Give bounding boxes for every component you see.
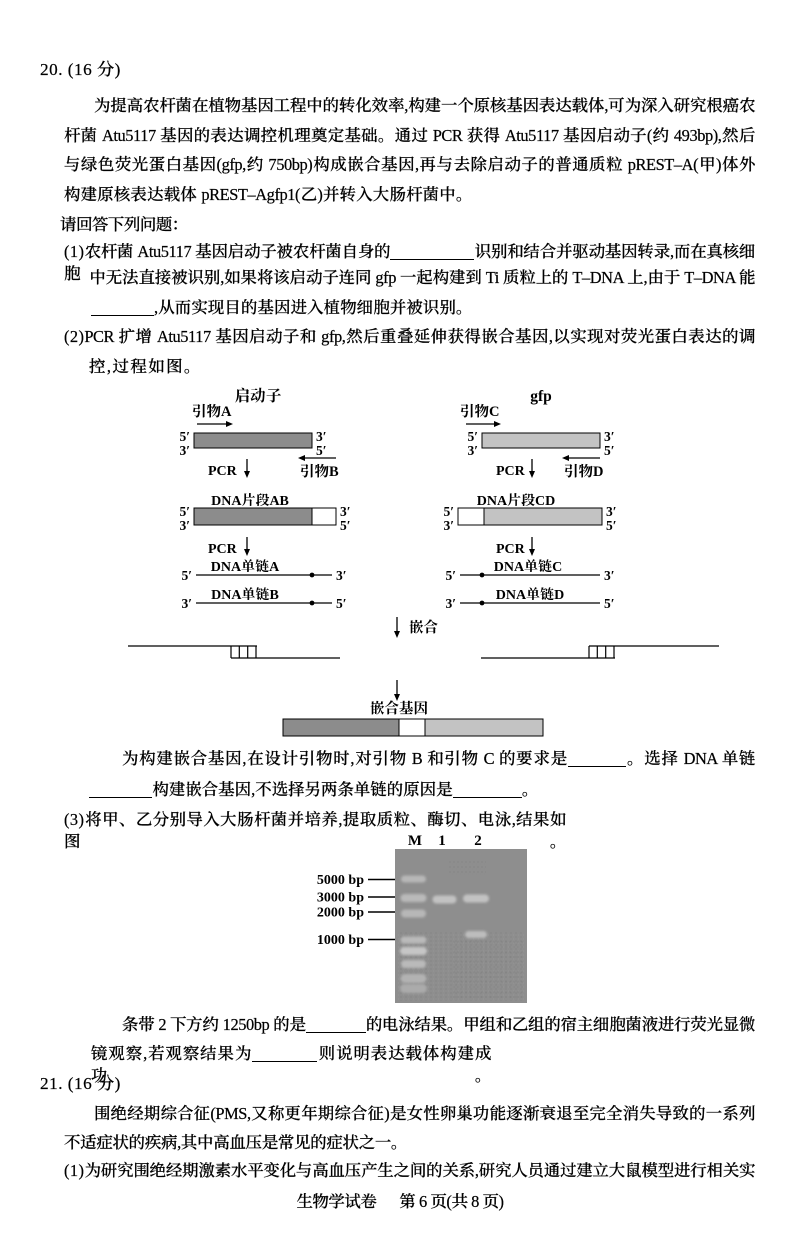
svg-text:嵌合基因: 嵌合基因 — [370, 700, 428, 717]
svg-text:5′: 5′ — [604, 596, 615, 611]
svg-text:3000 bp: 3000 bp — [317, 891, 364, 906]
svg-text:PCR: PCR — [496, 464, 526, 479]
svg-text:3′: 3′ — [606, 504, 617, 519]
svg-text:PCR: PCR — [496, 542, 526, 557]
svg-text:5′: 5′ — [443, 504, 454, 519]
svg-text:1000 bp: 1000 bp — [317, 933, 364, 948]
svg-text:3′: 3′ — [181, 596, 192, 611]
svg-text:3′: 3′ — [340, 504, 351, 519]
svg-text:5′: 5′ — [604, 443, 615, 458]
svg-text:1: 1 — [438, 833, 446, 849]
svg-text:DNA单链D: DNA单链D — [496, 586, 564, 603]
svg-text:5′: 5′ — [316, 443, 327, 458]
svg-text:5′: 5′ — [606, 518, 617, 533]
svg-text:启动子: 启动子 — [235, 387, 282, 405]
svg-text:5′: 5′ — [467, 429, 478, 444]
svg-text:3′: 3′ — [604, 429, 615, 444]
svg-text:2: 2 — [474, 833, 482, 849]
svg-text:3′: 3′ — [336, 568, 347, 583]
svg-text:5′: 5′ — [336, 596, 347, 611]
svg-text:3′: 3′ — [179, 518, 190, 533]
svg-text:M: M — [408, 833, 422, 849]
svg-text:引物D: 引物D — [564, 463, 603, 480]
svg-text:DNA单链C: DNA单链C — [494, 558, 562, 575]
svg-text:5′: 5′ — [179, 429, 190, 444]
svg-text:3′: 3′ — [443, 518, 454, 533]
svg-text:5′: 5′ — [179, 504, 190, 519]
svg-text:引物C: 引物C — [460, 403, 499, 420]
svg-text:引物A: 引物A — [192, 403, 232, 420]
svg-text:PCR: PCR — [208, 464, 238, 479]
svg-text:DNA单链B: DNA单链B — [211, 586, 279, 603]
svg-text:2000 bp: 2000 bp — [317, 906, 364, 921]
svg-text:3′: 3′ — [445, 596, 456, 611]
svg-text:PCR: PCR — [208, 542, 238, 557]
svg-text:引物B: 引物B — [300, 463, 339, 480]
svg-text:3′: 3′ — [467, 443, 478, 458]
svg-text:DNA片段CD: DNA片段CD — [477, 493, 556, 509]
svg-text:3′: 3′ — [604, 568, 615, 583]
svg-text:DNA单链A: DNA单链A — [211, 558, 280, 575]
svg-text:5000 bp: 5000 bp — [317, 873, 364, 888]
svg-text:DNA片段AB: DNA片段AB — [211, 493, 289, 509]
svg-text:gfp: gfp — [530, 388, 552, 405]
svg-text:5′: 5′ — [181, 568, 192, 583]
svg-text:5′: 5′ — [445, 568, 456, 583]
svg-text:嵌合: 嵌合 — [409, 619, 438, 636]
svg-text:3′: 3′ — [316, 429, 327, 444]
svg-text:3′: 3′ — [179, 443, 190, 458]
svg-text:5′: 5′ — [340, 518, 351, 533]
